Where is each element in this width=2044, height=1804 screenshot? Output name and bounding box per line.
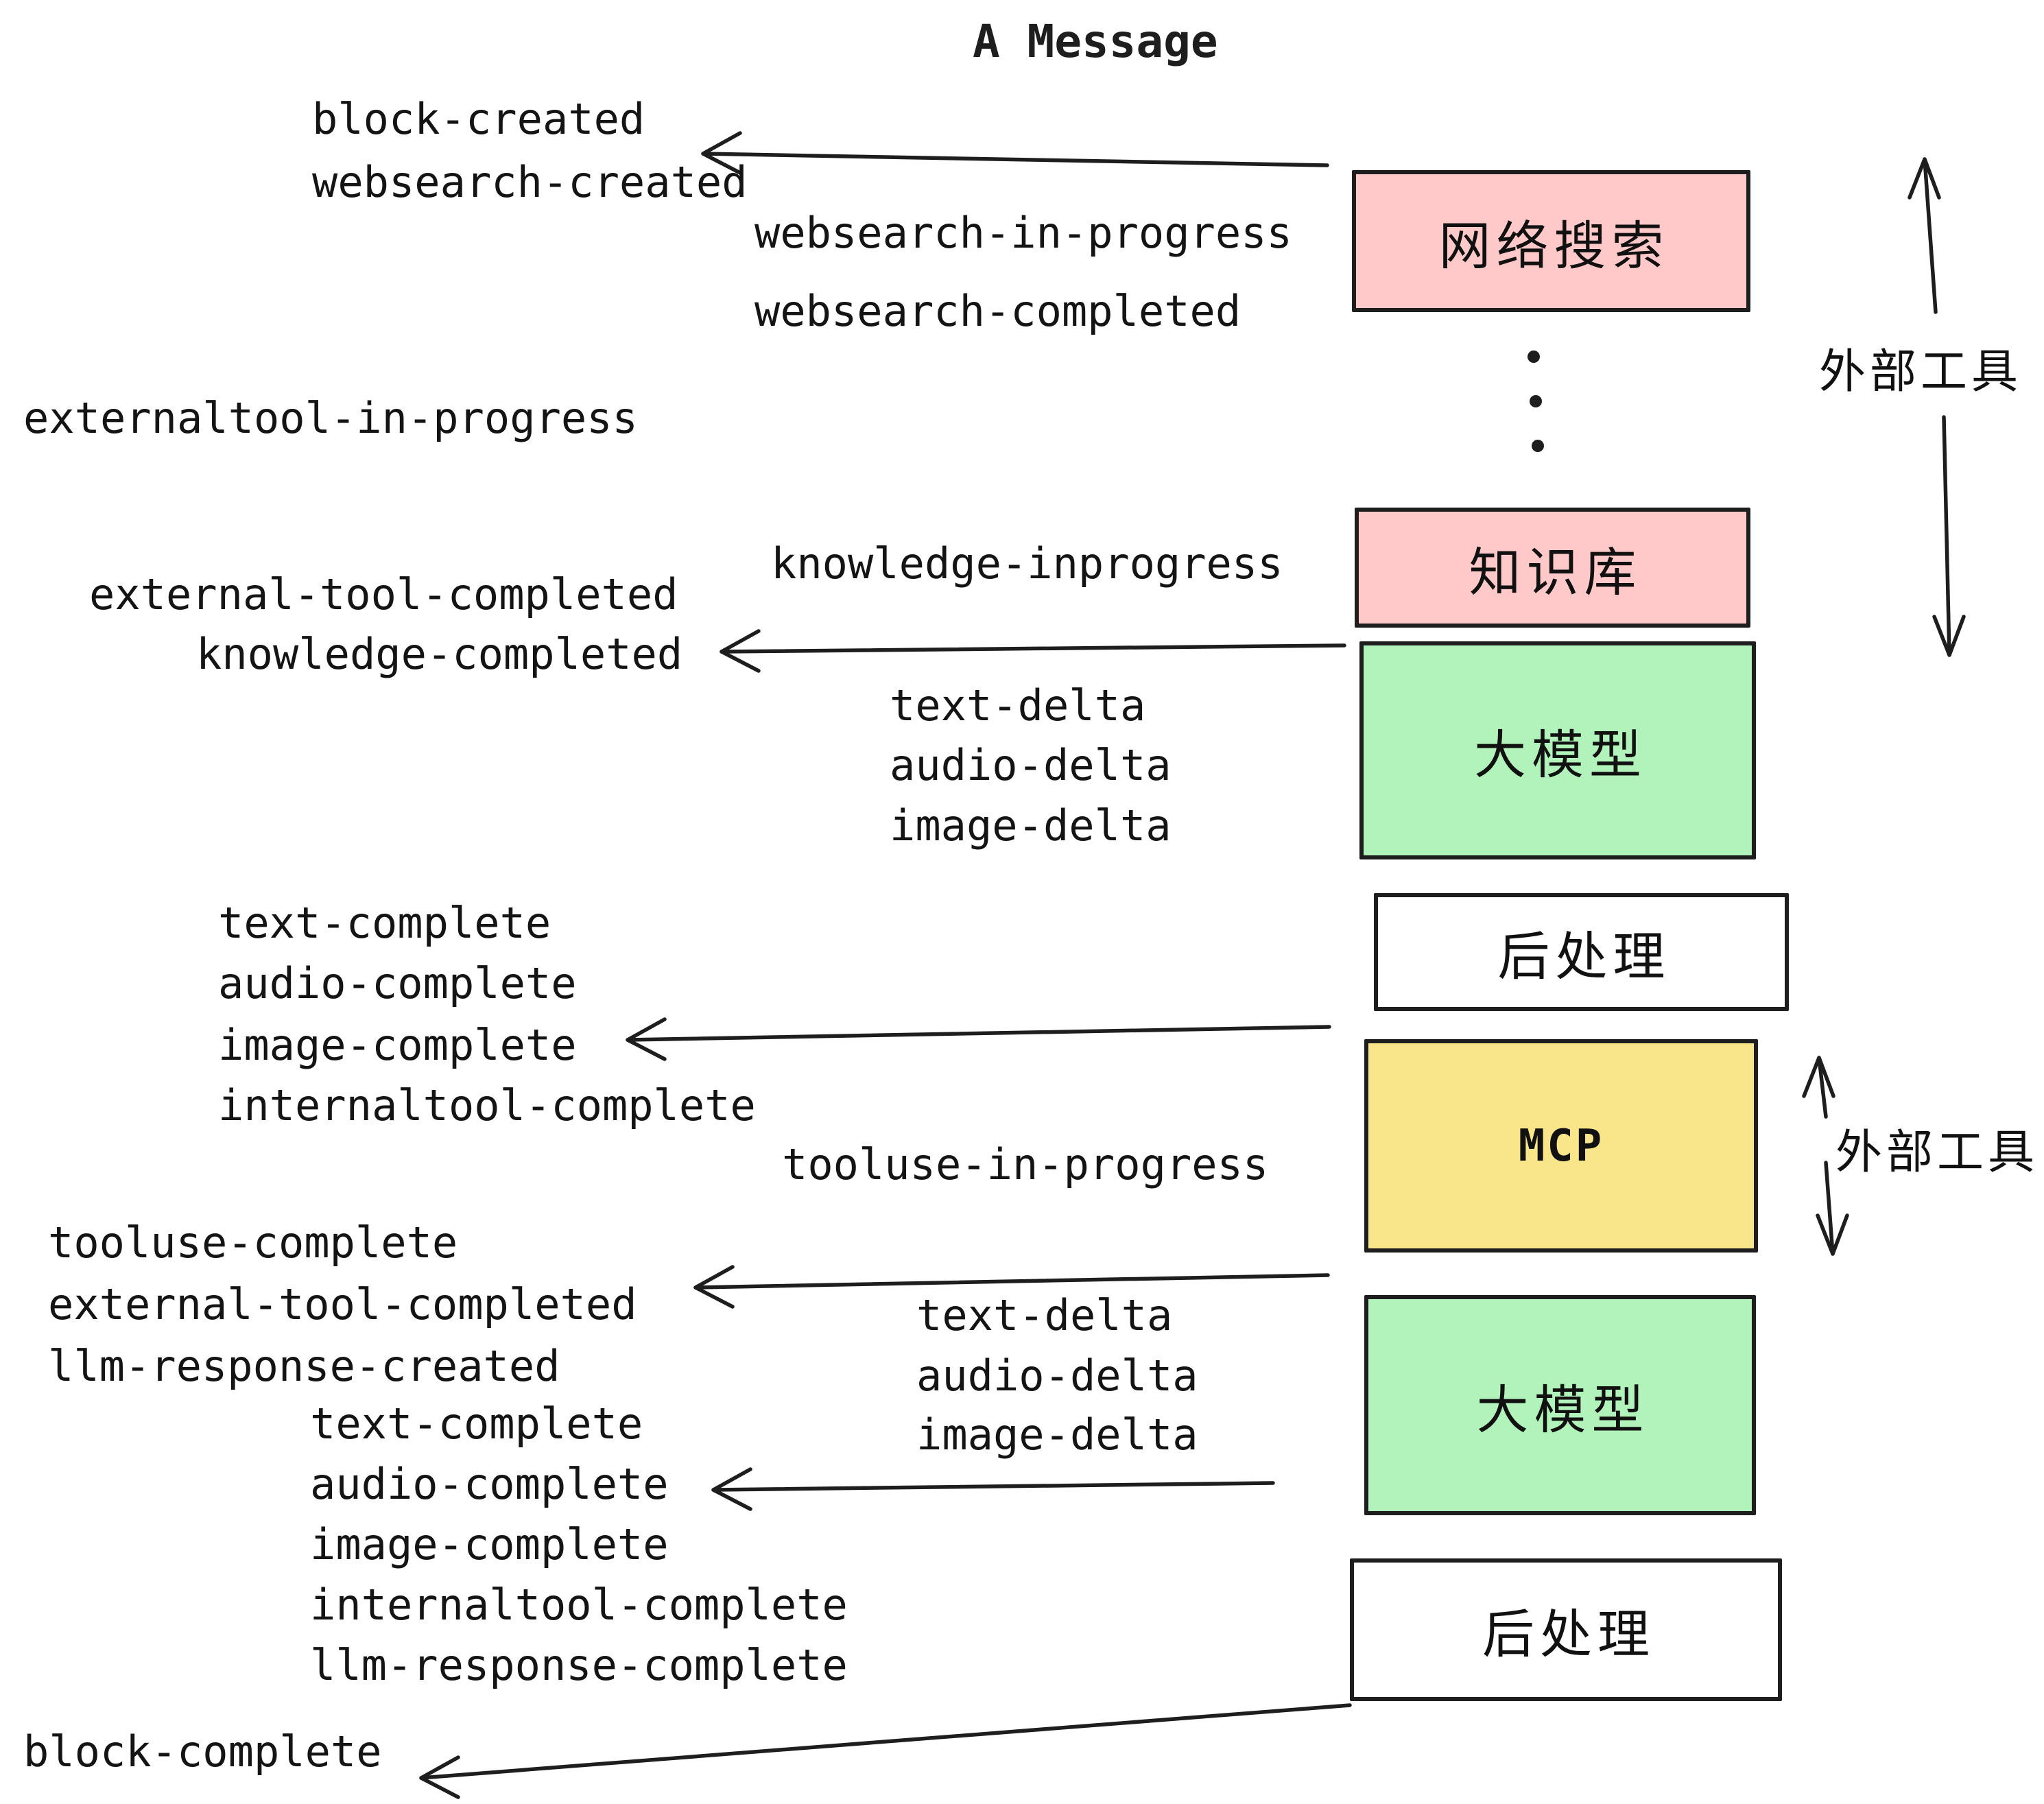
event-label-internaltool-complete-2: internaltool-complete [310, 1580, 848, 1630]
event-label-block-created: block-created [312, 94, 645, 144]
arrow-external-down-1 [1932, 415, 1966, 657]
llm-box-1: 大模型 [1359, 641, 1756, 859]
mcp-box-label: MCP [1518, 1120, 1604, 1172]
arrow-block-created [701, 131, 1329, 175]
ellipsis-dot-1 [1528, 351, 1540, 363]
event-label-llm-response-created: llm-response-created [48, 1341, 560, 1391]
event-label-audio-complete-2: audio-complete [310, 1459, 669, 1509]
event-label-external-tool-completed-1: external-tool-completed [89, 569, 678, 619]
event-label-websearch-completed: websearch-completed [754, 286, 1241, 336]
llm-box-2-label: 大模型 [1476, 1379, 1650, 1440]
event-label-block-complete: block-complete [23, 1726, 382, 1777]
mcp-box: MCP [1364, 1039, 1758, 1253]
arrow-audio-complete-2 [711, 1467, 1275, 1511]
arrow-block-complete [419, 1703, 1352, 1799]
arrow-image-complete [626, 1017, 1331, 1061]
event-label-tooluse-in-progress: tooluse-in-progress [782, 1139, 1269, 1189]
event-label-knowledge-inprogress: knowledge-inprogress [771, 538, 1283, 589]
llm-box-1-label: 大模型 [1474, 724, 1647, 785]
event-label-internaltool-complete-1: internaltool-complete [218, 1080, 756, 1130]
event-label-websearch-in-progress: websearch-in-progress [754, 208, 1292, 258]
event-label-audio-delta-1: audio-delta [890, 740, 1172, 790]
event-label-image-complete-2: image-complete [310, 1519, 669, 1569]
event-label-image-delta-2: image-delta [916, 1410, 1198, 1460]
websearch-box: 网络搜索 [1352, 170, 1750, 312]
event-label-text-complete-1: text-complete [218, 898, 551, 948]
llm-box-2: 大模型 [1364, 1295, 1756, 1515]
event-label-knowledge-completed: knowledge-completed [196, 629, 683, 679]
external-tools-label-1: 外部工具 [1819, 345, 2023, 399]
arrow-knowledge-completed [720, 629, 1346, 673]
post-box-1-label: 后处理 [1497, 926, 1671, 987]
event-label-externaltool-in-progress: externaltool-in-progress [23, 393, 638, 443]
arrow-external-up-2 [1802, 1056, 1835, 1119]
knowledge-box: 知识库 [1355, 508, 1750, 628]
event-label-audio-complete-1: audio-complete [218, 958, 577, 1008]
event-label-tooluse-complete: tooluse-complete [48, 1218, 458, 1268]
event-label-image-complete-1: image-complete [218, 1020, 577, 1070]
event-label-image-delta-1: image-delta [890, 800, 1172, 851]
event-label-audio-delta-2: audio-delta [916, 1351, 1198, 1401]
event-label-text-delta-2: text-delta [916, 1290, 1173, 1340]
post-box-1: 后处理 [1374, 893, 1789, 1011]
post-box-2: 后处理 [1350, 1558, 1782, 1701]
websearch-box-label: 网络搜索 [1438, 215, 1669, 276]
knowledge-box-label: 知识库 [1469, 541, 1642, 603]
event-label-external-tool-completed-2: external-tool-completed [48, 1279, 637, 1329]
event-label-text-delta-1: text-delta [890, 680, 1146, 731]
ellipsis-dot-3 [1532, 440, 1544, 452]
arrow-external-up-1 [1908, 157, 1941, 314]
post-box-2-label: 后处理 [1482, 1604, 1655, 1665]
event-label-text-complete-2: text-complete [310, 1399, 643, 1449]
external-tools-label-2: 外部工具 [1835, 1126, 2039, 1180]
page-title: A Message [973, 15, 1218, 68]
event-label-llm-response-complete: llm-response-complete [310, 1640, 848, 1690]
ellipsis-dot-2 [1530, 395, 1542, 407]
event-label-websearch-created: websearch-created [312, 157, 748, 207]
